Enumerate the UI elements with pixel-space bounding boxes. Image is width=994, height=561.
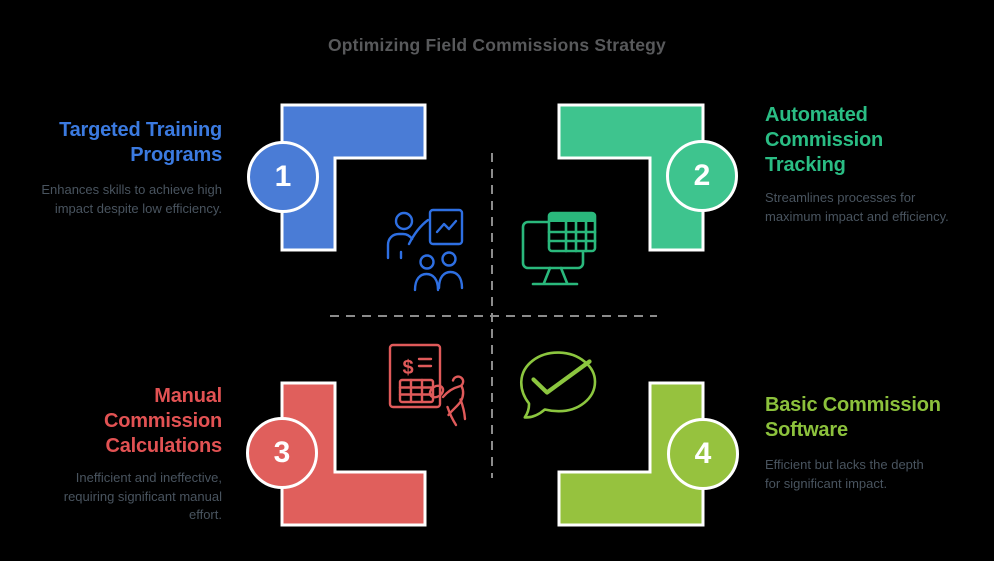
quadrant2-title: Automated Commission Tracking: [765, 104, 884, 176]
step-4-badge: 4: [667, 418, 739, 490]
dollar-sign-glyph: $: [402, 357, 413, 379]
quadrant1-shape: [280, 103, 427, 252]
presentation-training-icon: [386, 208, 464, 292]
step-1-number: 1: [274, 160, 292, 193]
invoice-hand-icon: $: [388, 343, 467, 427]
step-3-number: 3: [273, 436, 291, 469]
quadrant4-description: Efficient but lacks the depth for signif…: [765, 457, 924, 491]
step-4-number: 4: [694, 437, 712, 470]
chat-checkmark-icon: [519, 351, 597, 419]
page-title: Optimizing Field Commissions Strategy: [327, 35, 666, 55]
quadrant2-description: Streamlines processes for maximum impact…: [765, 190, 949, 224]
quadrant2-shape: [557, 103, 705, 252]
quadrant1-description: Enhances skills to achieve high impact d…: [41, 182, 222, 216]
quadrant1-title: Targeted Training Programs: [59, 119, 222, 166]
step-3-badge: 3: [246, 417, 318, 489]
quadrant3-title: Manual Commission Calculations: [103, 385, 222, 457]
step-2-number: 2: [693, 159, 711, 192]
quadrant3-shape: [280, 381, 427, 527]
monitor-spreadsheet-icon: [521, 211, 597, 286]
quadrant4-title: Basic Commission Software: [765, 394, 941, 441]
quadrant4-shape: [557, 381, 705, 527]
step-2-badge: 2: [666, 140, 738, 212]
step-1-badge: 1: [247, 141, 319, 213]
quadrant3-description: Inefficient and ineffective, requiring s…: [63, 470, 222, 522]
